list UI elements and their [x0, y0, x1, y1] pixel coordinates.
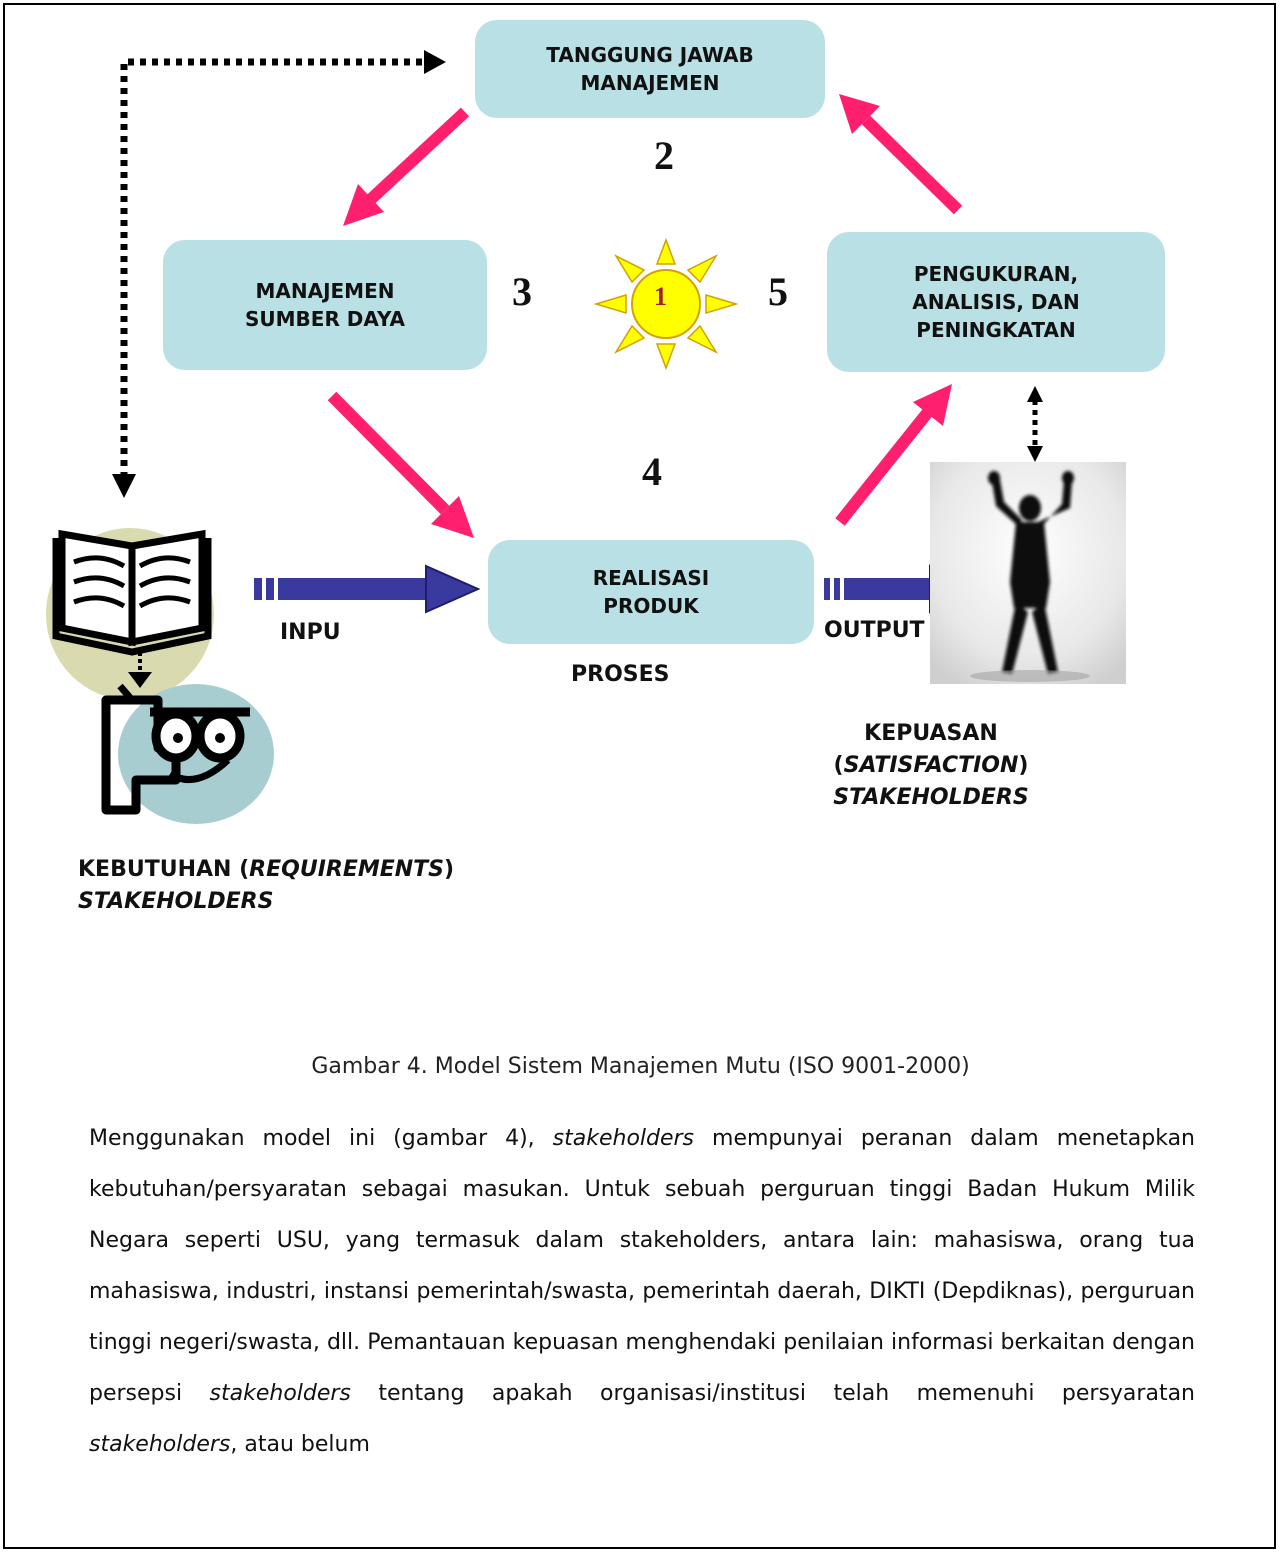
requirements-label: KEBUTUHAN (REQUIREMENTS) STAKEHOLDERS	[78, 854, 454, 918]
dotted-feedback-arrow	[112, 50, 446, 498]
requirements-stakeholders: STAKEHOLDERS	[78, 889, 274, 914]
cycle-arrow-to-measurement	[835, 384, 952, 526]
figure-caption: Gambar 4. Model Sistem Manajemen Mutu (I…	[311, 1054, 970, 1079]
process-label: PROSES	[571, 662, 670, 687]
requirements-word: REQUIREMENTS	[249, 857, 445, 882]
requirements-prefix: KEBUTUHAN (	[78, 857, 250, 882]
number-three: 3	[512, 269, 532, 314]
paragraph-emphasis: stakeholders	[209, 1381, 351, 1406]
cycle-arrow-to-realization	[327, 391, 474, 538]
paragraph-emphasis: stakeholders	[552, 1126, 695, 1151]
paragraph-text: tentang apakah organisasi/institusi tela…	[350, 1381, 1195, 1406]
management-responsibility-box: TANGGUNG JAWAB MANAJEMEN	[475, 20, 825, 118]
number-two: 2	[654, 133, 674, 178]
input-flow-arrow	[254, 564, 481, 614]
body-paragraph: Menggunakan model ini (gambar 4), stakeh…	[89, 1113, 1195, 1470]
page-frame	[3, 3, 1276, 1549]
satisfaction-open-paren: (	[833, 753, 844, 778]
satisfaction-term: (SATISFACTION)	[800, 750, 1062, 782]
paragraph-emphasis: stakeholders	[89, 1432, 231, 1457]
cycle-arrow-to-responsibility	[839, 94, 963, 215]
number-four: 4	[642, 449, 662, 494]
resource-management-box: MANAJEMEN SUMBER DAYA	[163, 240, 487, 370]
cycle-arrow-to-resources	[343, 107, 470, 226]
output-label: OUTPUT	[824, 618, 925, 643]
requirements-close-paren: )	[444, 857, 455, 882]
satisfaction-word: SATISFACTION	[843, 753, 1019, 778]
product-realization-box: REALISASI PRODUK	[488, 540, 814, 644]
dotted-double-arrow	[1027, 386, 1043, 462]
satisfaction-close-paren: )	[1018, 753, 1029, 778]
cartoon-face-icon	[101, 683, 274, 824]
satisfaction-stakeholders: STAKEHOLDERS	[833, 785, 1029, 810]
measurement-analysis-improvement-box: PENGUKURAN, ANALISIS, DAN PENINGKATAN	[827, 232, 1165, 372]
paragraph-text: , atau belum	[230, 1432, 370, 1457]
number-one: 1	[654, 282, 667, 311]
satisfaction-title: KEPUASAN	[864, 721, 998, 746]
paragraph-text: mempunyai peranan dalam menetapkan kebut…	[89, 1126, 1195, 1406]
person-silhouette-icon	[930, 462, 1126, 684]
requirements-term: KEBUTUHAN (REQUIREMENTS)	[78, 854, 454, 886]
input-label: INPU	[280, 620, 341, 645]
number-five: 5	[768, 269, 788, 314]
open-book-icon	[46, 528, 214, 700]
sun-icon	[593, 237, 739, 371]
paragraph-text: Menggunakan model ini (gambar 4),	[89, 1126, 553, 1151]
satisfaction-label: KEPUASAN (SATISFACTION) STAKEHOLDERS	[800, 718, 1062, 814]
